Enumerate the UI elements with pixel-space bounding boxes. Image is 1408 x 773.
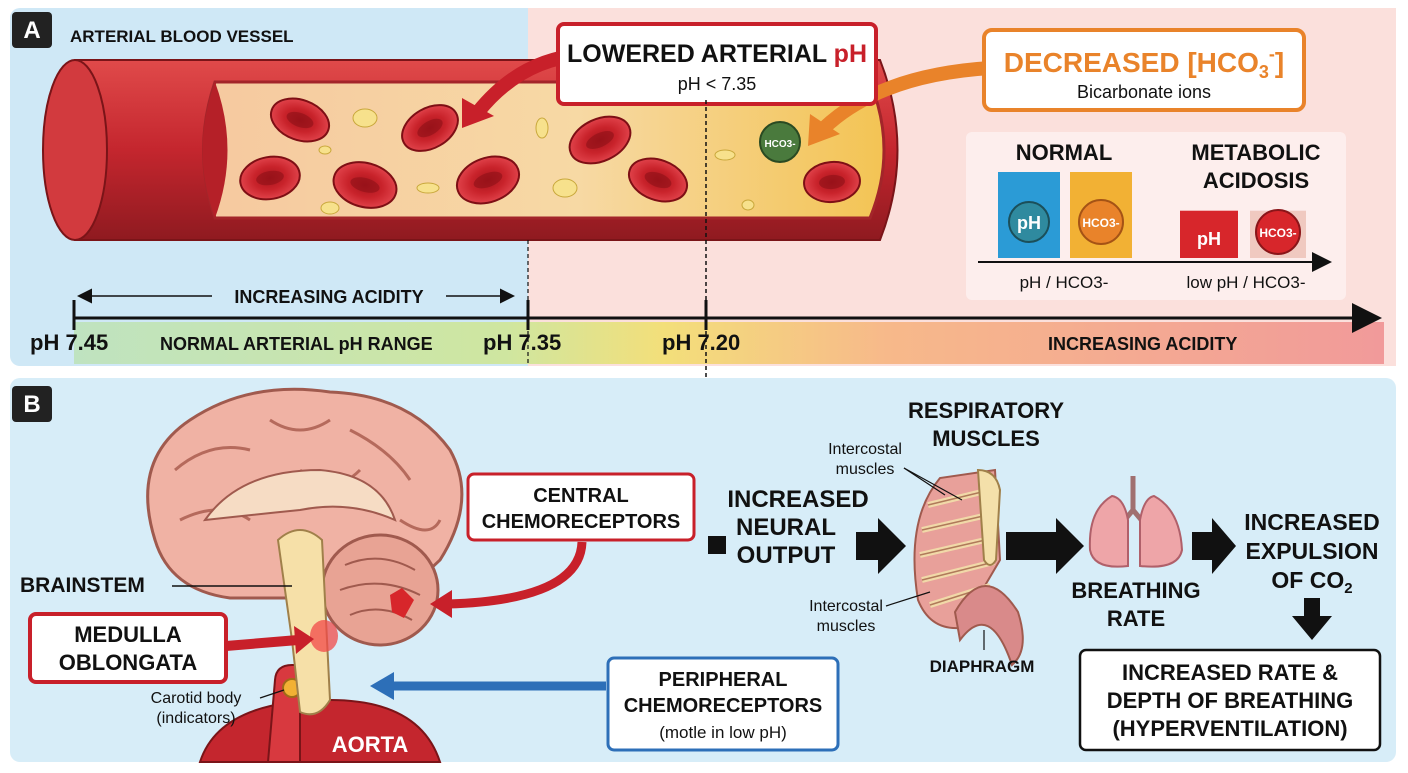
acidosis-hco3-badge bbox=[1255, 209, 1301, 255]
brain-illustration bbox=[146, 387, 464, 716]
central-chemoreceptors-line1: CENTRAL bbox=[533, 485, 629, 507]
red-blood-cells bbox=[239, 97, 861, 209]
brainstem-label: BRAINSTEM bbox=[20, 574, 145, 597]
normal-range-arrow-label-bg bbox=[212, 284, 446, 308]
vessel-bicarbonate-ion bbox=[759, 121, 801, 163]
hyperventilation-box bbox=[1078, 648, 1382, 752]
peripheral-chemoreceptor-arrowhead bbox=[370, 672, 394, 700]
bicarbonate-particles bbox=[318, 108, 755, 215]
hyperventilation-line1: INCREASED RATE & bbox=[1122, 660, 1338, 685]
normal-ph-badge bbox=[1008, 201, 1050, 243]
neural-output-arrow bbox=[856, 518, 906, 574]
lungs-illustration bbox=[1088, 476, 1184, 568]
intercostal-bottom-line2: muscles bbox=[817, 618, 876, 635]
breathing-rate-line2: RATE bbox=[1107, 606, 1165, 631]
comparison-acidosis-axis-label: low pH / HCO3- bbox=[1186, 273, 1305, 292]
peripheral-chemoreceptors-box bbox=[606, 656, 840, 752]
medulla-arrowhead bbox=[294, 626, 314, 654]
panel-b-letter: B bbox=[23, 391, 40, 418]
central-chemoreceptor-arrow bbox=[447, 541, 587, 609]
hco3-callout-subtitle: Bicarbonate ions bbox=[1077, 82, 1211, 102]
increasing-acidity-label: INCREASING ACIDITY bbox=[1048, 334, 1237, 354]
acidosis-ph-bar bbox=[1180, 210, 1238, 258]
medulla-box bbox=[28, 612, 228, 684]
diaphragm-label: DIAPHRAGM bbox=[930, 657, 1035, 676]
comparison-normal-axis-label: pH / HCO3- bbox=[1020, 273, 1109, 292]
intercostal-bottom-leader bbox=[885, 591, 931, 607]
hyperventilation-line2: DEPTH OF BREATHING bbox=[1107, 688, 1353, 713]
vessel-bicarbonate-ion-label: HCO3- bbox=[764, 139, 795, 150]
ph-735-label: pH 7.35 bbox=[483, 330, 561, 355]
medulla-label-line1: MEDULLA bbox=[74, 622, 182, 647]
respiratory-muscles-line1: RESPIRATORY bbox=[908, 398, 1064, 423]
peripheral-chemoreceptors-line2: CHEMORECEPTORS bbox=[624, 695, 823, 717]
ph-callout-arrowhead bbox=[462, 98, 494, 128]
central-chemoreceptor-arrowhead bbox=[430, 590, 452, 618]
intercostal-top-leader-1 bbox=[903, 467, 946, 496]
neural-output-line2: NEURAL bbox=[736, 514, 836, 541]
expulsion-line3: OF CO2 bbox=[1271, 567, 1352, 597]
neural-output-line1: INCREASED bbox=[727, 486, 868, 513]
expulsion-line2: EXPULSION bbox=[1246, 538, 1379, 564]
aorta-label: AORTA bbox=[332, 732, 409, 757]
comparison-acidosis-title-line1: METABOLIC bbox=[1191, 140, 1320, 165]
intercostal-top-leader-2 bbox=[903, 467, 963, 501]
intercostal-bottom-line1: Intercostal bbox=[809, 598, 883, 615]
normal-range-arrow-label: INCREASING ACIDITY bbox=[234, 287, 423, 307]
peripheral-chemoreceptors-line1: PERIPHERAL bbox=[659, 669, 788, 691]
ph-745-label: pH 7.45 bbox=[30, 330, 108, 355]
expulsion-line1: INCREASED bbox=[1244, 509, 1379, 535]
comparison-acidosis-title-line2: ACIDOSIS bbox=[1203, 168, 1309, 193]
panel-a-letter-box bbox=[12, 12, 52, 48]
normal-hco3-badge-label: HCO3- bbox=[1082, 216, 1119, 230]
normal-range-label: NORMAL ARTERIAL pH RANGE bbox=[160, 334, 433, 354]
intercostal-top-line2: muscles bbox=[836, 461, 895, 478]
ph-callout-threshold: pH < 7.35 bbox=[678, 74, 757, 94]
carotid-label-line2: (indicators) bbox=[156, 710, 235, 727]
ph-scale-band bbox=[74, 322, 1384, 364]
medulla-arrow bbox=[225, 635, 299, 651]
panel-b-letter-box bbox=[12, 386, 52, 422]
ph-720-label: pH 7.20 bbox=[662, 330, 740, 355]
neural-output-line3: OUTPUT bbox=[737, 542, 836, 569]
panel-a-letter: A bbox=[23, 17, 40, 44]
hco3-callout-title: DECREASED [HCO3-] bbox=[1004, 44, 1284, 82]
hco3-callout-arrowhead bbox=[808, 114, 840, 146]
vessel-title: ARTERIAL BLOOD VESSEL bbox=[70, 27, 294, 46]
hco3-callout-arrow bbox=[819, 61, 991, 134]
breathing-rate-line1: BREATHING bbox=[1071, 578, 1200, 603]
normal-ph-badge-label: pH bbox=[1017, 213, 1041, 233]
comparison-normal-title: NORMAL bbox=[1016, 140, 1113, 165]
ribcage-illustration bbox=[913, 468, 1024, 667]
respiratory-muscles-line2: MUSCLES bbox=[932, 426, 1040, 451]
normal-hco3-badge bbox=[1078, 199, 1124, 245]
lungs-to-expulsion-arrow bbox=[1192, 518, 1236, 574]
central-chemoreceptors-line2: CHEMORECEPTORS bbox=[482, 511, 681, 533]
carotid-leader bbox=[259, 689, 285, 699]
expulsion-to-result-arrow bbox=[1292, 598, 1332, 640]
peripheral-chemoreceptors-line3: (motle in low pH) bbox=[659, 723, 787, 742]
acidosis-ph-badge-label: pH bbox=[1197, 229, 1221, 249]
muscles-to-lungs-arrow bbox=[1006, 518, 1084, 574]
hco3-callout-box bbox=[982, 28, 1306, 112]
medulla-label-line2: OBLONGATA bbox=[59, 650, 198, 675]
carotid-label-line1: Carotid body bbox=[151, 690, 242, 707]
ph-callout-box bbox=[556, 22, 878, 106]
acidosis-hco3-badge-label: HCO3- bbox=[1259, 226, 1296, 240]
hyperventilation-line3: (HYPERVENTILATION) bbox=[1112, 716, 1347, 741]
ph-callout-title: LOWERED ARTERIAL pH bbox=[567, 40, 867, 68]
neural-output-stub bbox=[708, 536, 726, 554]
intercostal-top-line1: Intercostal bbox=[828, 441, 902, 458]
central-chemoreceptors-box bbox=[466, 472, 696, 542]
